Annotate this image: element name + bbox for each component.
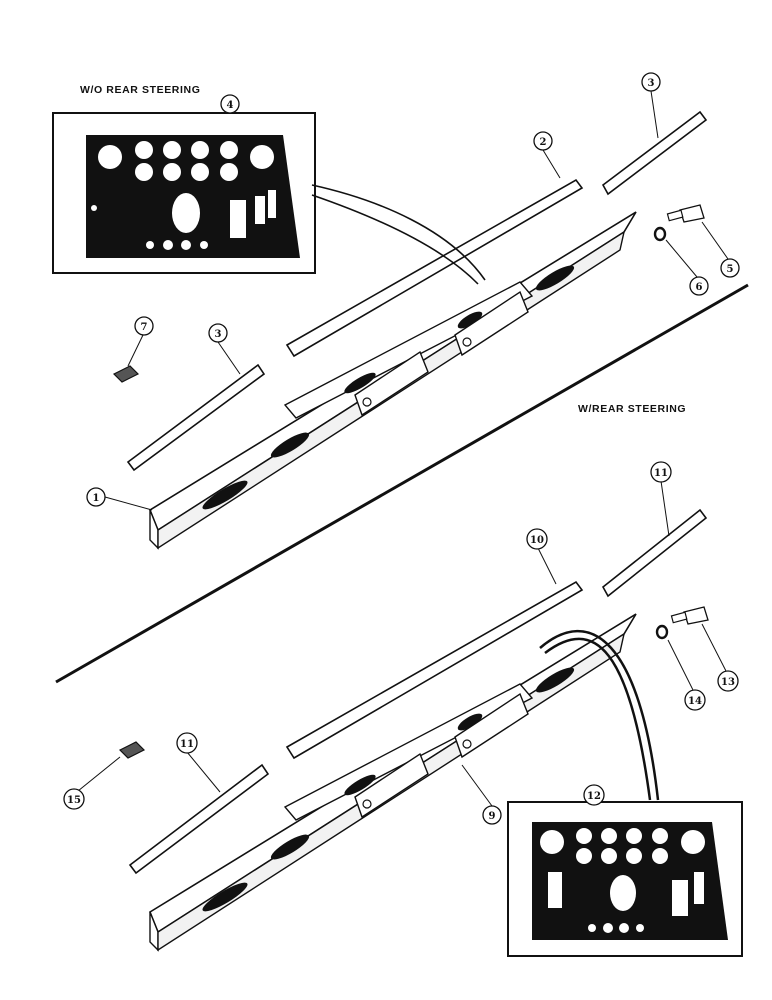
trim-strip-11-left [128,763,270,875]
pointer-lower [539,629,660,801]
callout-12: 12 [583,784,605,806]
callout-11-right: 11 [650,461,672,537]
callout-15: 15 [63,756,121,810]
callout-3-left: 3 [208,323,241,375]
nut-7 [112,365,140,383]
callout-4: 4 [220,94,240,114]
callout-2-label: 2 [540,137,547,148]
callout-10: 10 [526,528,557,585]
callout-3-left-label: 3 [215,329,222,340]
bolt-5 [666,204,705,223]
callout-11-left-label: 11 [180,739,194,750]
callout-3-right: 3 [641,72,661,139]
callout-13-label: 13 [721,677,735,688]
callout-2: 2 [533,131,561,179]
caption-without-rear-steering: W/O REAR STEERING [80,84,201,96]
caption-with-rear-steering: W/REAR STEERING [578,403,687,415]
trim-strip-3-right [601,110,708,196]
bolt-13 [670,606,709,625]
trim-strip-10 [285,580,584,760]
callout-15-label: 15 [67,795,81,806]
divider-line [55,283,749,684]
callout-9: 9 [461,764,502,825]
trim-strip-11-right [601,508,708,598]
callout-9-label: 9 [489,811,496,822]
callout-14-label: 14 [688,696,702,707]
callout-12-label: 12 [587,791,601,802]
callout-13: 13 [701,623,739,692]
washer-14 [655,624,669,640]
trim-strip-3-left [126,363,266,472]
instrument-panel-inset-4 [52,112,316,274]
callout-7-label: 7 [141,322,148,333]
callout-11-right-label: 11 [654,468,668,479]
nut-15 [118,741,146,759]
callout-6: 6 [665,239,709,296]
callout-4-label: 4 [227,100,234,111]
callout-6-label: 6 [696,282,703,293]
callout-7: 7 [127,316,154,367]
callout-5: 5 [701,221,740,278]
washer-6 [653,226,667,242]
callout-11-left: 11 [176,732,221,793]
callout-3-right-label: 3 [648,78,655,89]
callout-1-label: 1 [93,493,100,504]
pointer-upper [311,184,486,285]
callout-5-label: 5 [727,264,734,275]
callout-14: 14 [667,639,706,711]
callout-10-label: 10 [530,535,544,546]
instrument-panel-inset-12 [507,801,743,957]
callout-1: 1 [86,487,153,511]
trim-strip-2 [285,178,584,358]
